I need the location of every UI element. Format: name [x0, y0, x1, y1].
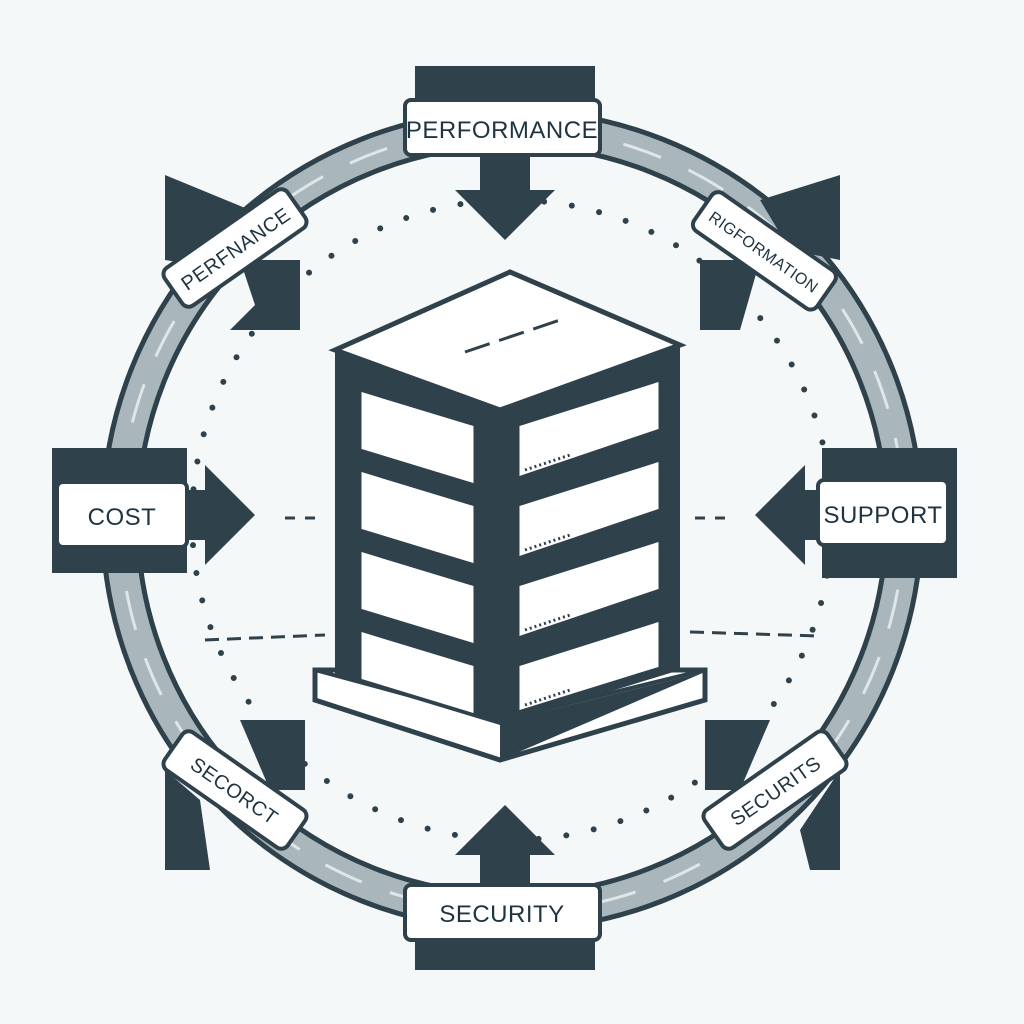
factor-support-right: SUPPORT [755, 448, 957, 578]
server-rack-icon [312, 269, 708, 763]
factor-top-right: RIGFORMATION [690, 175, 840, 330]
factor-bottom-right: SECURITS [701, 720, 849, 870]
factor-cost-left: COST [52, 448, 255, 573]
factor-performance-top: PERFORMANCE [403, 66, 602, 240]
label-security: SECURITY [439, 901, 564, 928]
label-cost: COST [88, 504, 157, 531]
label-support: SUPPORT [823, 502, 942, 529]
factor-top-left: PERFNANCE [161, 175, 309, 330]
connector-dashes [204, 516, 821, 642]
factor-bottom-left: SECORCT [161, 720, 309, 870]
factor-security-bottom: SECURITY [403, 805, 602, 970]
label-performance: PERFORMANCE [406, 117, 598, 144]
